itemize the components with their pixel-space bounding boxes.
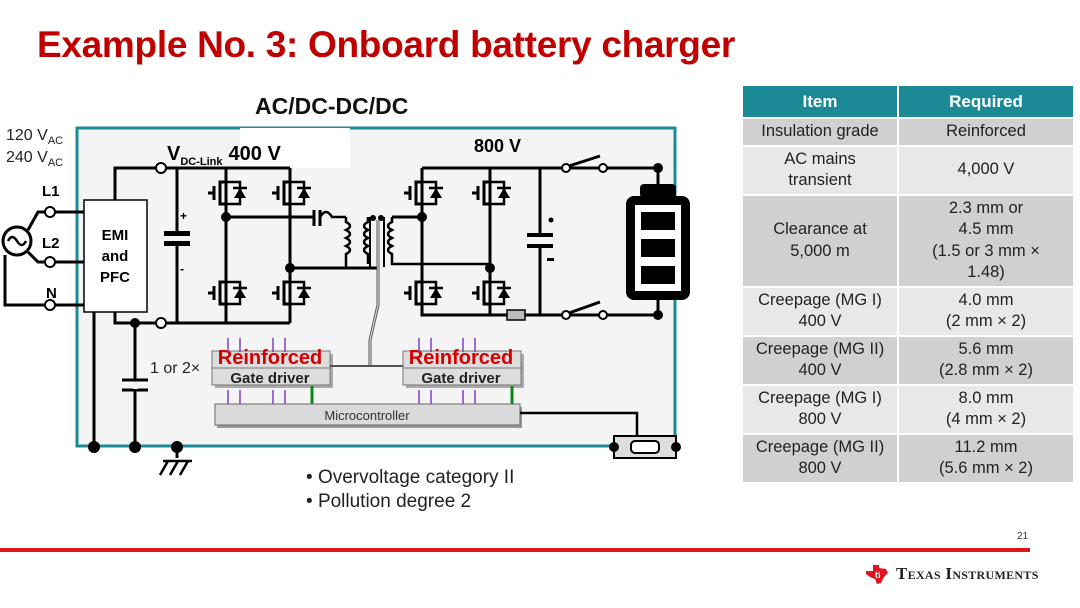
cell-line: (2.8 mm × 2) bbox=[939, 361, 1033, 379]
terminal-l1: L1 bbox=[42, 183, 60, 200]
table-row: AC mains transient 4,000 V bbox=[743, 146, 1073, 194]
svg-text:Reinforced: Reinforced bbox=[218, 347, 322, 369]
svg-text:Microcontroller: Microcontroller bbox=[324, 408, 410, 423]
svg-text:Gate driver: Gate driver bbox=[421, 370, 500, 387]
diagram-subtitle: AC/DC-DC/DC bbox=[255, 93, 409, 119]
table-row: Creepage (MG II) 800 V 11.2 mm (5.6 mm × 2) bbox=[743, 434, 1073, 482]
table-row: Insulation grade Reinforced bbox=[743, 119, 1073, 145]
cell-required: 4,000 V bbox=[899, 146, 1073, 194]
bullet-item: Pollution degree 2 bbox=[306, 490, 514, 514]
cell-line: 4.5 mm bbox=[958, 220, 1014, 238]
cell-item: Creepage (MG II) 800 V bbox=[743, 434, 897, 482]
ground-icon bbox=[158, 459, 192, 476]
bullet-list: Overvoltage category II Pollution degree… bbox=[306, 466, 514, 514]
cell-line: 4,000 V bbox=[957, 160, 1015, 179]
column-header-item: Item bbox=[743, 86, 897, 117]
svg-text:ti: ti bbox=[875, 570, 881, 580]
ti-logo: ti Texas Instruments bbox=[864, 563, 1039, 585]
svg-text:-: - bbox=[180, 262, 184, 276]
cell-required: 4.0 mm (2 mm × 2) bbox=[899, 287, 1073, 335]
cell-item: AC mains transient bbox=[743, 146, 897, 194]
input-voltage-240: 240 VAC bbox=[6, 149, 63, 169]
cell-line: 4.0 mm bbox=[958, 290, 1014, 309]
cell-line: 400 V bbox=[798, 312, 842, 330]
cell-line: (1.5 or 3 mm × bbox=[932, 241, 1040, 260]
svg-text:Gate driver: Gate driver bbox=[230, 370, 309, 387]
enclosure bbox=[75, 126, 677, 448]
slide-title: Example No. 3: Onboard battery charger bbox=[37, 24, 735, 65]
cell-line: 5,000 m bbox=[790, 241, 850, 260]
cell-line: (4 mm × 2) bbox=[945, 410, 1027, 428]
gate-driver-2: Reinforced Gate driver bbox=[402, 347, 524, 388]
cell-line: 5.6 mm bbox=[958, 339, 1014, 358]
cell-line: Creepage (MG II) bbox=[755, 339, 885, 358]
bullet-item: Overvoltage category II bbox=[306, 466, 514, 490]
cell-line: transient bbox=[788, 171, 852, 189]
cell-line: Creepage (MG I) bbox=[758, 290, 882, 309]
charger-circuit-diagram: 120 VAC 240 VAC L1 L2 N EMI and PFC VDC-… bbox=[1, 126, 690, 476]
footer-divider bbox=[0, 548, 1030, 552]
cell-line: Creepage (MG II) bbox=[755, 437, 885, 456]
cell-line: Insulation grade bbox=[761, 122, 879, 140]
cell-item: Creepage (MG II) 400 V bbox=[743, 336, 897, 384]
svg-text:EMI: EMI bbox=[102, 227, 129, 244]
cell-line: 400 V bbox=[798, 361, 842, 379]
microcontroller-block bbox=[214, 403, 521, 426]
input-voltage-120: 120 VAC bbox=[6, 127, 63, 147]
cell-required: 5.6 mm (2.8 mm × 2) bbox=[899, 336, 1073, 384]
capacitor-note: 1 or 2× bbox=[150, 360, 200, 377]
svg-text:PFC: PFC bbox=[100, 269, 130, 286]
cell-item: Clearance at 5,000 m bbox=[743, 195, 897, 286]
db9-connector-icon bbox=[609, 435, 681, 459]
cell-line: (2 mm × 2) bbox=[945, 312, 1027, 330]
cell-line: 800 V bbox=[798, 410, 842, 428]
transformer-icon bbox=[343, 215, 490, 270]
ac-source-icon bbox=[1, 225, 33, 257]
terminal-l2: L2 bbox=[42, 235, 60, 252]
brand-name: Texas Instruments bbox=[896, 564, 1039, 583]
column-header-required: Required bbox=[899, 86, 1073, 117]
svg-text:and: and bbox=[102, 248, 129, 265]
svg-text:+: + bbox=[180, 209, 187, 223]
table-row: Creepage (MG I) 400 V 4.0 mm (2 mm × 2) bbox=[743, 287, 1073, 335]
cell-required: 11.2 mm (5.6 mm × 2) bbox=[899, 434, 1073, 482]
battery-icon bbox=[626, 184, 690, 300]
cell-line: Clearance at bbox=[773, 220, 867, 238]
cell-line: 8.0 mm bbox=[958, 388, 1014, 407]
cell-line: Reinforced bbox=[946, 122, 1026, 140]
cell-item: Creepage (MG I) 800 V bbox=[743, 385, 897, 433]
cell-line: 1.48) bbox=[967, 263, 1005, 281]
cell-item: Insulation grade bbox=[743, 119, 897, 145]
cell-line: 11.2 mm bbox=[954, 437, 1018, 456]
cell-line: (5.6 mm × 2) bbox=[939, 459, 1033, 477]
cell-line: 2.3 mm or bbox=[948, 198, 1024, 217]
cell-required: Reinforced bbox=[899, 119, 1073, 145]
cell-line: AC mains bbox=[784, 149, 856, 168]
requirements-table: Item Required Insulation grade Reinforced… bbox=[741, 84, 1075, 484]
cell-required: 2.3 mm or 4.5 mm (1.5 or 3 mm × 1.48) bbox=[899, 195, 1073, 286]
output-voltage-label: 800 V bbox=[474, 136, 521, 156]
gate-driver-1: Reinforced Gate driver bbox=[211, 347, 333, 388]
table-row: Creepage (MG II) 400 V 5.6 mm (2.8 mm × 2) bbox=[743, 336, 1073, 384]
switch-icon bbox=[561, 154, 658, 320]
cell-line: Creepage (MG I) bbox=[758, 388, 882, 407]
cell-line: 800 V bbox=[798, 459, 842, 477]
table-row: Creepage (MG I) 800 V 8.0 mm (4 mm × 2) bbox=[743, 385, 1073, 433]
table-row: Clearance at 5,000 m 2.3 mm or 4.5 mm (1.5 o… bbox=[743, 195, 1073, 286]
cell-item: Creepage (MG I) 400 V bbox=[743, 287, 897, 335]
ti-logo-icon: ti bbox=[866, 565, 888, 584]
page-number: 21 bbox=[1017, 531, 1029, 542]
svg-text:Reinforced: Reinforced bbox=[409, 347, 513, 369]
terminal-n: N bbox=[46, 285, 57, 302]
cell-required: 8.0 mm (4 mm × 2) bbox=[899, 385, 1073, 433]
